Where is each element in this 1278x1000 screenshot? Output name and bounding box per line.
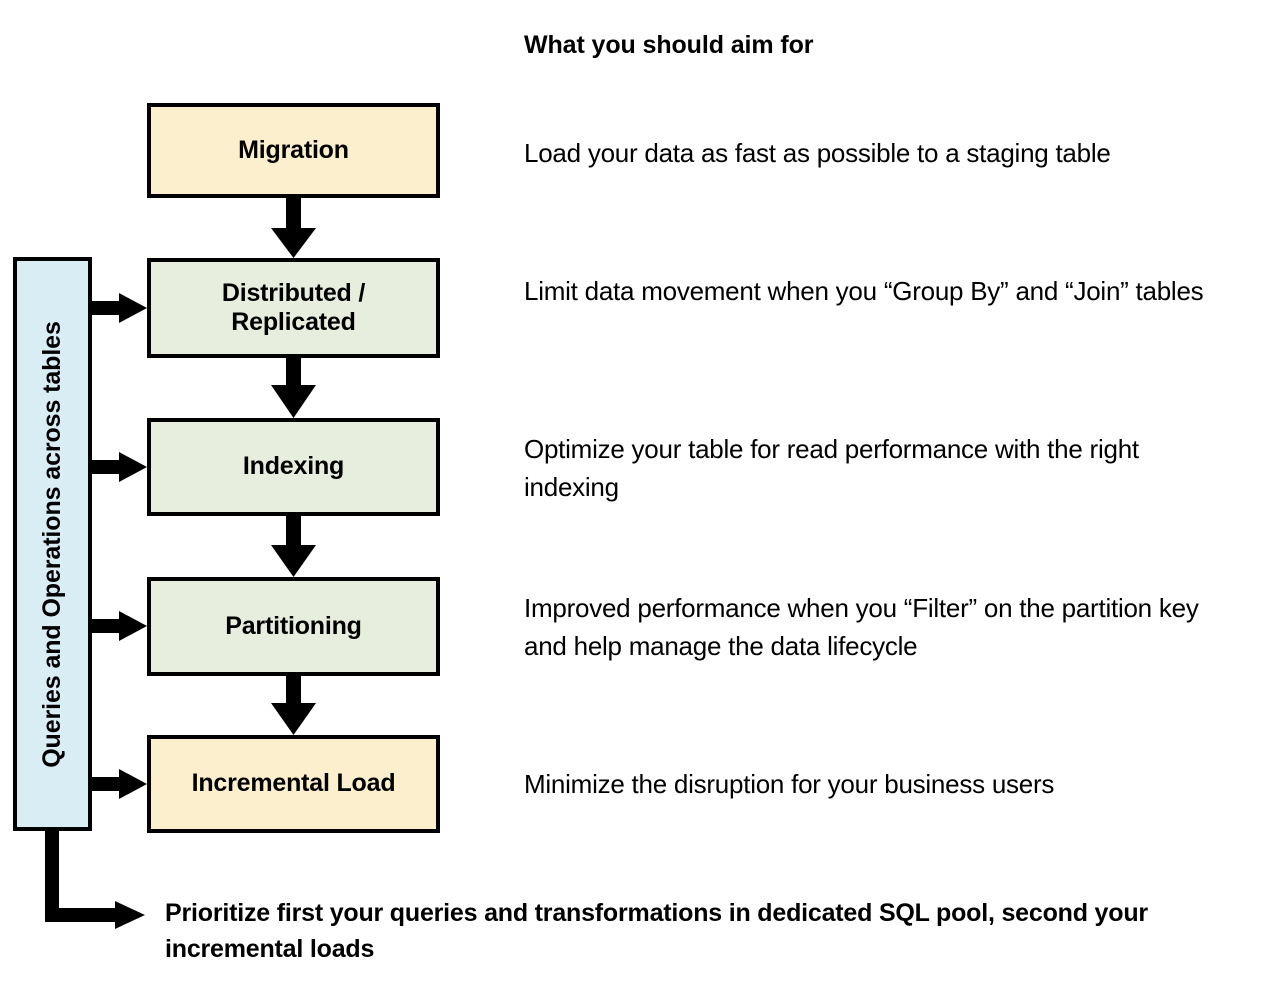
band-arrow-to-incremental-load: [92, 769, 147, 799]
band-arrow-to-distributed: [92, 293, 147, 323]
stage-box-indexing[interactable]: Indexing: [147, 418, 440, 516]
footer-priority-note: Prioritize first your queries and transf…: [165, 899, 1148, 963]
stage-box-incremental-load[interactable]: Incremental Load: [147, 735, 440, 833]
band-arrow-to-partitioning: [92, 611, 147, 641]
stage-label-line-2: Replicated: [231, 308, 356, 336]
band-arrow-to-indexing: [92, 452, 147, 482]
description-incremental-load: Minimize the disruption for your busines…: [524, 769, 1055, 799]
stage-box-distributed-replicated[interactable]: Distributed / Replicated: [147, 258, 440, 358]
side-band-queries-operations[interactable]: Queries and Operations across tables: [13, 257, 92, 831]
stage-label-line-1: Distributed /: [221, 278, 366, 307]
stage-label-indexing: Indexing: [242, 452, 345, 481]
description-distributed-replicated: Limit data movement when you “Group By” …: [524, 276, 1204, 306]
description-partitioning: Improved performance when you “Filter” o…: [524, 593, 1199, 662]
description-indexing: Optimize your table for read performance…: [524, 434, 1139, 503]
heading-what-you-should-aim-for: What you should aim for: [524, 31, 814, 59]
stage-label-partitioning: Partitioning: [225, 611, 362, 640]
stage-box-migration[interactable]: Migration: [147, 103, 440, 198]
flow-arrow-migration-to-distributed: [271, 198, 316, 258]
flow-arrow-partitioning-to-incremental-load: [271, 676, 316, 735]
side-band-label: Queries and Operations across tables: [38, 320, 67, 768]
flow-arrow-distributed-to-indexing: [271, 358, 316, 418]
flow-arrow-indexing-to-partitioning: [271, 516, 316, 577]
description-migration: Load your data as fast as possible to a …: [524, 138, 1111, 168]
stage-box-partitioning[interactable]: Partitioning: [147, 577, 440, 676]
stage-label-migration: Migration: [238, 135, 349, 164]
band-elbow-arrow-to-footer: [45, 831, 145, 929]
stage-label-incremental-load: Incremental Load: [191, 769, 396, 798]
stage-label-distributed-replicated: Distributed / Replicated: [222, 279, 365, 338]
